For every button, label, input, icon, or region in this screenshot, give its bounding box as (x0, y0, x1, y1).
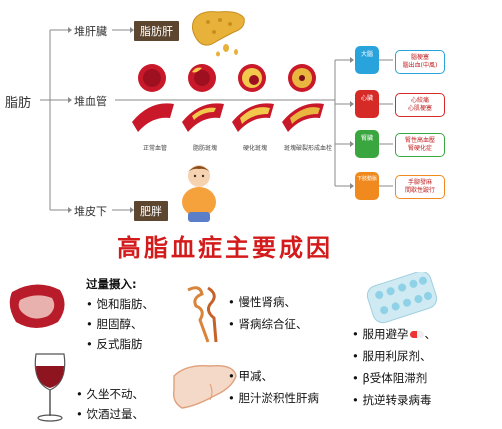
drug-item-3: • β受体阻滞剂 (352, 371, 428, 385)
wine-glass-icon (34, 353, 66, 422)
obesity-label: 肥胖 (134, 201, 168, 221)
obese-boy-icon (182, 165, 216, 222)
kidney-tubule-icon (187, 286, 218, 343)
heart-disease-1: 心絞痛 (410, 97, 429, 104)
kidney-item-2: • 肾病综合征、 (228, 317, 308, 331)
pill-blister-icon (366, 272, 438, 324)
kidney-disease-1: 腎性高血壓 (404, 137, 435, 144)
vessel-stage-3: 硬化斑塊 (242, 145, 267, 152)
vessel-stages-illustration (132, 64, 324, 132)
vessel-stage-4: 斑塊破裂形成血栓 (283, 145, 332, 152)
organ-heart-box: 心臟 (355, 90, 379, 118)
fatty-liver-icon (191, 11, 245, 57)
fatty-liver-label: 脂肪肝 (134, 21, 179, 41)
brain-disease-1: 腦梗塞 (410, 54, 429, 61)
diagram-connectors (40, 27, 393, 213)
liver-icon (172, 365, 237, 409)
heart-disease-2: 心肌梗塞 (407, 105, 432, 112)
pill-icon (410, 331, 425, 338)
organ-brain-box: 大腦 (355, 46, 379, 74)
branch-skin: 堆皮下 (74, 205, 107, 218)
organ-leg-label: 下肢動脈 (356, 176, 377, 182)
drug-item-4: • 抗逆转录病毒 (352, 393, 432, 407)
vessel-stage-2: 脂肪斑塊 (192, 145, 217, 152)
branch-vessel: 堆血管 (74, 95, 107, 108)
drug-item-1: • 服用避孕 、 (352, 324, 436, 344)
meat-icon (9, 284, 65, 328)
intake-item-3: • 反式脂肪 (86, 337, 143, 351)
organ-brain-label: 大腦 (360, 51, 373, 58)
kidney-disease-2: 腎硬化症 (407, 145, 432, 152)
intake-item-1: • 饱和脂肪、 (86, 297, 154, 311)
lifestyle-item-2: • 饮酒过量、 (76, 407, 144, 421)
drug-item-2: • 服用利尿剂、 (352, 349, 432, 363)
vessel-stage-1: 正常血管 (142, 145, 167, 152)
organ-heart-label: 心臟 (360, 95, 373, 102)
brain-disease-box: 腦梗塞 腦出血(中風) (395, 50, 445, 74)
page-title: 高脂血症主要成因 (117, 234, 333, 262)
kidney-item-1: • 慢性肾病、 (228, 295, 296, 309)
drug-item-1-comma: 、 (424, 327, 436, 341)
intake-heading: 过量摄入: (86, 277, 137, 291)
organ-kidney-label: 腎臟 (360, 135, 373, 142)
organ-kidney-box: 腎臟 (355, 130, 379, 158)
liver-item-1: • 甲减、 (228, 369, 273, 383)
lifestyle-item-1: • 久坐不动、 (76, 387, 144, 401)
drug-item-1-text: • 服用避孕 (352, 327, 409, 341)
leg-disease-1: 手腳發麻 (407, 179, 432, 186)
intake-item-2: • 胆固醇、 (86, 317, 143, 331)
diagram-root-fat: 脂肪 (5, 96, 32, 111)
liver-item-2: • 胆汁淤积性肝病 (228, 391, 319, 405)
heart-disease-box: 心絞痛 心肌梗塞 (395, 93, 445, 117)
organ-leg-box: 下肢動脈 (355, 172, 379, 200)
leg-disease-box: 手腳發麻 間歇性跛行 (395, 175, 445, 199)
brain-disease-2: 腦出血(中風) (402, 62, 438, 69)
branch-liver: 堆肝臟 (74, 25, 107, 38)
kidney-disease-box: 腎性高血壓 腎硬化症 (395, 133, 445, 157)
leg-disease-2: 間歇性跛行 (404, 187, 435, 194)
